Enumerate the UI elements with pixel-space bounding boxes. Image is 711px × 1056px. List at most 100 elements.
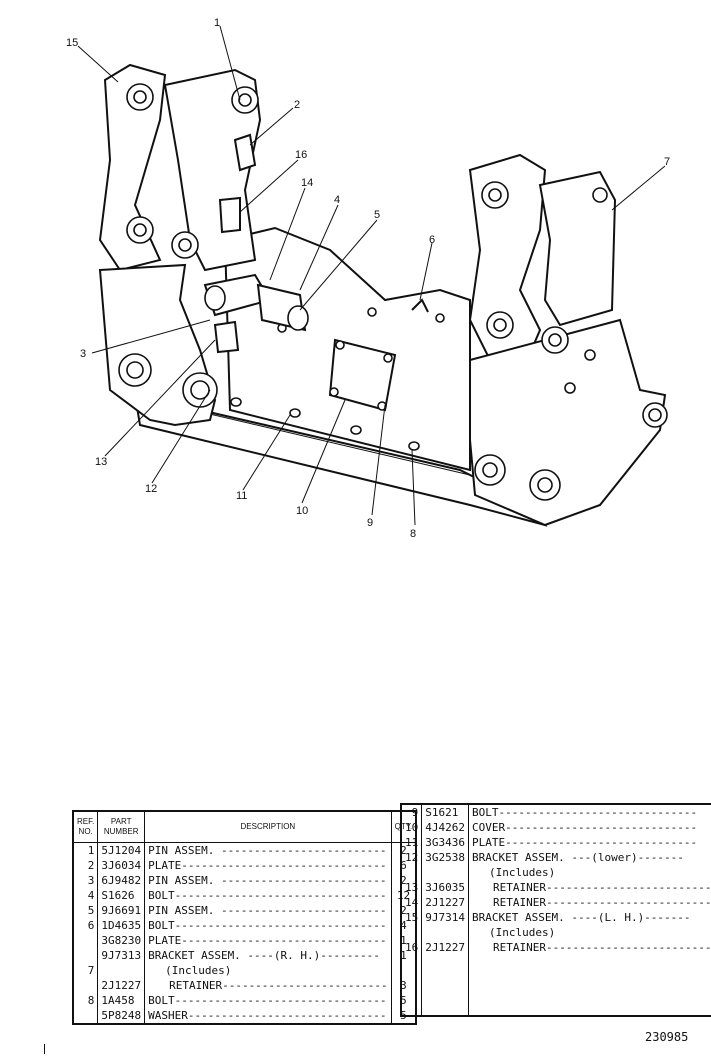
ref-no-cell bbox=[73, 1008, 99, 1024]
callout-8: 8 bbox=[410, 528, 416, 540]
table-row: 7(Includes) bbox=[73, 963, 416, 978]
ref-no-cell bbox=[401, 925, 423, 940]
header-ref-no: REF. NO. bbox=[73, 811, 99, 843]
table-row bbox=[401, 970, 711, 985]
description-cell: (Includes) bbox=[468, 865, 711, 880]
part-number-cell bbox=[421, 865, 469, 880]
ref-no-cell: 9 bbox=[401, 804, 423, 820]
ref-no-cell bbox=[73, 948, 99, 963]
description-cell: (Includes) bbox=[468, 925, 711, 940]
part-number-cell: 3G2538 bbox=[421, 850, 469, 865]
ref-no-cell bbox=[73, 978, 99, 993]
description-cell: PLATE----------------------------- bbox=[468, 835, 711, 850]
part-number-cell: 3J6034 bbox=[97, 858, 146, 873]
part-number-cell: 1A458 bbox=[97, 993, 146, 1008]
callout-16: 16 bbox=[295, 149, 307, 161]
description-cell: BRACKET ASSEM. ---(lower)------- bbox=[468, 850, 711, 865]
description-cell bbox=[468, 1000, 711, 1016]
ref-no-cell: 10 bbox=[401, 820, 423, 835]
cover-plate bbox=[328, 338, 397, 412]
plate-holes bbox=[230, 307, 445, 451]
description-cell: WASHER------------------------------ bbox=[144, 1008, 392, 1024]
table-row: (Includes) bbox=[401, 925, 711, 940]
table-row: (Includes) bbox=[401, 865, 711, 880]
part-number-cell: 3J6035 bbox=[421, 880, 469, 895]
cover-bolts bbox=[329, 340, 393, 411]
table-row bbox=[401, 955, 711, 970]
description-cell: BRACKET ASSEM. ----(L. H.)------- bbox=[468, 910, 711, 925]
ref-no-cell: 5 bbox=[73, 903, 99, 918]
right-bracket-back bbox=[468, 153, 547, 367]
part-number-cell: 9J7313 bbox=[97, 948, 146, 963]
right-bracket-bores bbox=[474, 181, 668, 501]
ref-no-cell: 15 bbox=[401, 910, 423, 925]
description-cell: PLATE------------------------------- bbox=[144, 933, 392, 948]
callout-5: 5 bbox=[374, 209, 380, 221]
callout-13: 13 bbox=[95, 456, 107, 468]
ref-no-cell: 13 bbox=[401, 880, 423, 895]
part-number-cell: 5P8248 bbox=[97, 1008, 146, 1024]
ref-no-cell: 3 bbox=[73, 873, 99, 888]
callout-9: 9 bbox=[367, 517, 373, 529]
part-number-cell: S1621 bbox=[421, 804, 469, 820]
part-number-cell bbox=[421, 925, 469, 940]
callout-12: 12 bbox=[145, 483, 157, 495]
callout-1: 1 bbox=[214, 17, 220, 29]
description-cell: RETAINER-------------------------- bbox=[468, 895, 711, 910]
ref-no-cell: 12 bbox=[401, 850, 423, 865]
callout-6: 6 bbox=[429, 234, 435, 246]
ref-no-cell: 7 bbox=[73, 963, 99, 978]
description-cell: BOLT-------------------------------- bbox=[144, 888, 392, 903]
part-number-cell bbox=[421, 955, 469, 970]
callout-7: 7 bbox=[664, 156, 670, 168]
callout-15: 15 bbox=[66, 37, 78, 49]
table-row bbox=[401, 1000, 711, 1016]
callout-11: 11 bbox=[236, 490, 247, 502]
description-cell: PIN ASSEM. ------------------------- bbox=[144, 842, 392, 858]
ref-no-cell: 16 bbox=[401, 940, 423, 955]
description-cell: RETAINER------------------------- bbox=[144, 978, 392, 993]
table-header-row: REF. NO. PART NUMBER DESCRIPTION QTY. bbox=[73, 811, 417, 843]
ref-no-cell bbox=[401, 865, 423, 880]
ref-no-cell: 14 bbox=[401, 895, 423, 910]
callout-3: 3 bbox=[80, 348, 86, 360]
ref-no-cell bbox=[401, 1000, 423, 1016]
description-cell: PIN ASSEM. ------------------------- bbox=[144, 873, 392, 888]
pin-assemblies bbox=[203, 133, 309, 354]
part-number-cell: 2J1227 bbox=[97, 978, 146, 993]
part-number-cell: 5J1204 bbox=[97, 842, 146, 858]
description-cell: RETAINER-------------------------- bbox=[468, 940, 711, 955]
ref-no-cell bbox=[401, 970, 423, 985]
description-cell bbox=[468, 985, 711, 1000]
leader-lines bbox=[77, 25, 666, 526]
description-cell: BOLT-------------------------------- bbox=[144, 918, 392, 933]
right-bracket-front bbox=[538, 170, 617, 327]
part-number-cell: S1626 bbox=[97, 888, 146, 903]
part-number-cell bbox=[421, 970, 469, 985]
description-cell: BOLT------------------------------ bbox=[468, 804, 711, 820]
callout-4: 4 bbox=[334, 194, 340, 206]
callout-10: 10 bbox=[296, 505, 308, 517]
left-bracket-bores bbox=[118, 83, 259, 408]
table-row bbox=[401, 985, 711, 1000]
part-number-cell bbox=[421, 985, 469, 1000]
description-cell bbox=[468, 970, 711, 985]
description-cell: PIN ASSEM. ------------------------- bbox=[144, 903, 392, 918]
right-lower-bracket bbox=[469, 318, 667, 527]
part-number-cell: 2J1227 bbox=[421, 895, 469, 910]
